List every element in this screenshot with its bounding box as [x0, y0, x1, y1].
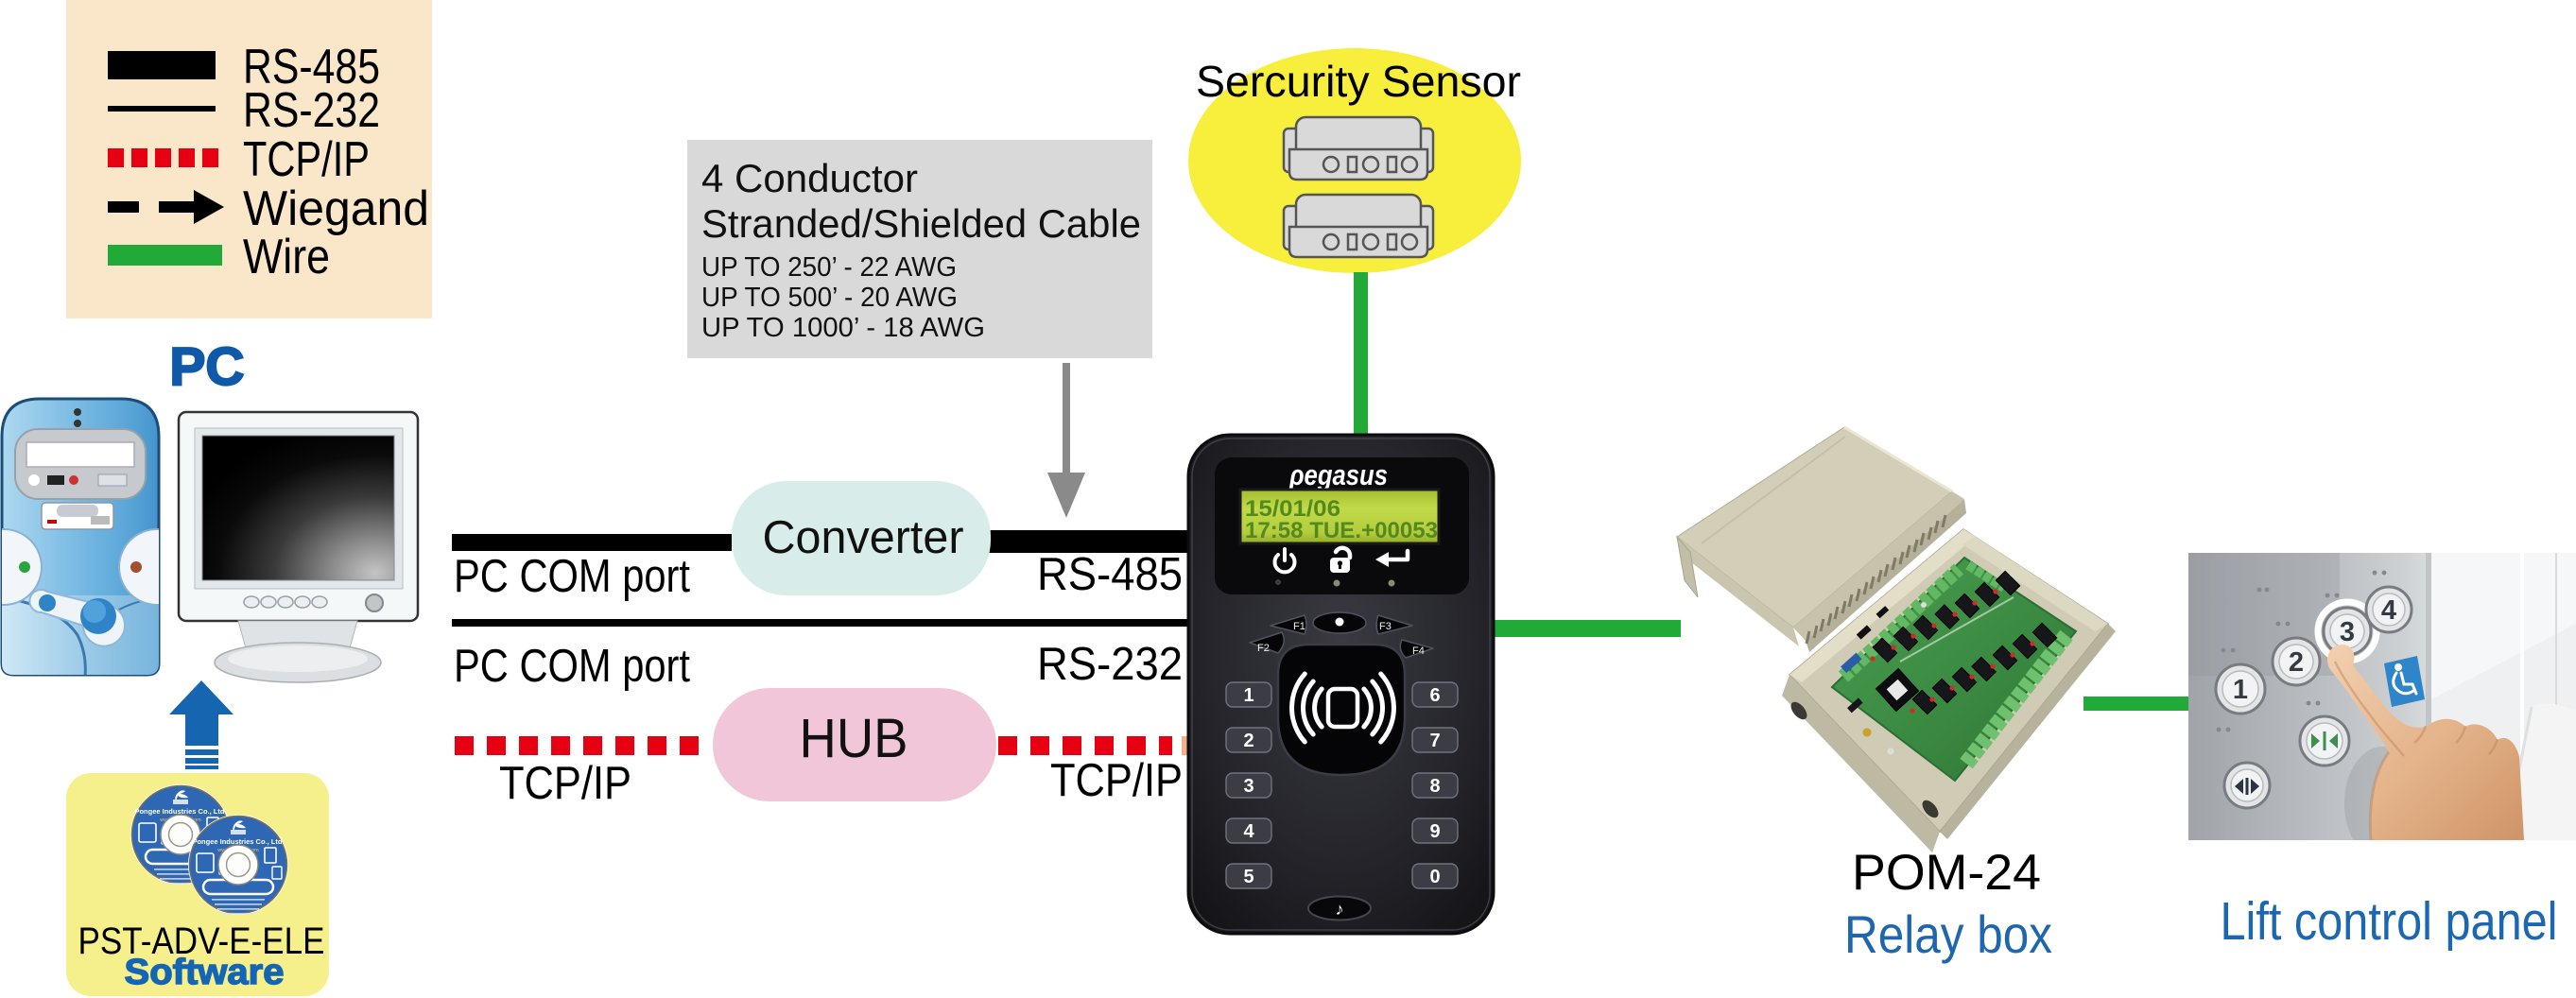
svg-text:17:58 TUE.+00053: 17:58 TUE.+00053 [1245, 518, 1438, 543]
svg-text:F3: F3 [1379, 621, 1392, 632]
svg-text:RS-485: RS-485 [243, 40, 380, 95]
svg-text:3: 3 [2340, 617, 2355, 647]
svg-text:4 Conductor: 4 Conductor [701, 156, 918, 200]
svg-text:UP TO 1000’ - 18 AWG: UP TO 1000’ - 18 AWG [701, 313, 985, 343]
svg-text:PC COM port: PC COM port [454, 551, 690, 602]
svg-text:UP TO 250’ - 22 AWG: UP TO 250’ - 22 AWG [701, 252, 957, 283]
svg-text:F1: F1 [1293, 621, 1305, 632]
svg-text:4: 4 [2381, 595, 2396, 626]
svg-text:1: 1 [1243, 685, 1253, 706]
svg-text:4: 4 [1243, 821, 1254, 842]
svg-text:Sercurity Sensor: Sercurity Sensor [1196, 57, 1521, 106]
svg-text:Lift control panel: Lift control panel [2221, 891, 2558, 952]
svg-text:TCP/IP: TCP/IP [243, 132, 370, 187]
svg-text:♪: ♪ [1336, 900, 1344, 919]
svg-text:RS-232: RS-232 [1037, 639, 1183, 690]
svg-text:Pongee Industries Co., Ltd.: Pongee Industries Co., Ltd. [134, 807, 226, 816]
svg-text:2: 2 [1243, 731, 1253, 751]
svg-text:TCP/IP: TCP/IP [499, 758, 631, 809]
svg-text:2: 2 [2289, 647, 2304, 678]
svg-text:PC: PC [169, 336, 244, 397]
svg-text:9: 9 [1429, 821, 1440, 842]
svg-text:Wiegand: Wiegand [243, 181, 429, 236]
svg-text:Relay box: Relay box [1844, 904, 2052, 964]
svg-text:RS-485: RS-485 [1037, 549, 1183, 600]
svg-text:POM-24: POM-24 [1852, 845, 2041, 901]
svg-text:7: 7 [1429, 731, 1440, 751]
svg-text:PC COM port: PC COM port [454, 641, 690, 692]
svg-text:TCP/IP: TCP/IP [1050, 755, 1183, 806]
svg-text:HUB: HUB [800, 708, 908, 769]
svg-text:Pongee Industries Co., Ltd.: Pongee Industries Co., Ltd. [192, 837, 284, 846]
svg-text:3: 3 [1243, 776, 1253, 797]
svg-text:F4: F4 [1412, 645, 1425, 657]
svg-text:15/01/06: 15/01/06 [1245, 496, 1340, 522]
svg-text:Wire: Wire [243, 230, 330, 284]
svg-text:RS-232: RS-232 [243, 83, 380, 138]
svg-text:5: 5 [1243, 867, 1253, 887]
svg-text:UP TO 500’ - 20 AWG: UP TO 500’ - 20 AWG [701, 283, 958, 313]
svg-text:0: 0 [1429, 867, 1440, 887]
svg-text:8: 8 [1429, 776, 1440, 797]
svg-text:Stranded/Shielded Cable: Stranded/Shielded Cable [701, 201, 1141, 246]
svg-text:Converter: Converter [763, 512, 964, 563]
svg-text:6: 6 [1429, 685, 1440, 706]
svg-text:PST-ADV-E-ELE: PST-ADV-E-ELE [78, 921, 325, 962]
svg-text:ρegasus: ρegasus [1288, 458, 1388, 491]
svg-text:Software: Software [125, 953, 285, 992]
svg-text:1: 1 [2233, 675, 2248, 705]
svg-text:F2: F2 [1257, 643, 1270, 654]
